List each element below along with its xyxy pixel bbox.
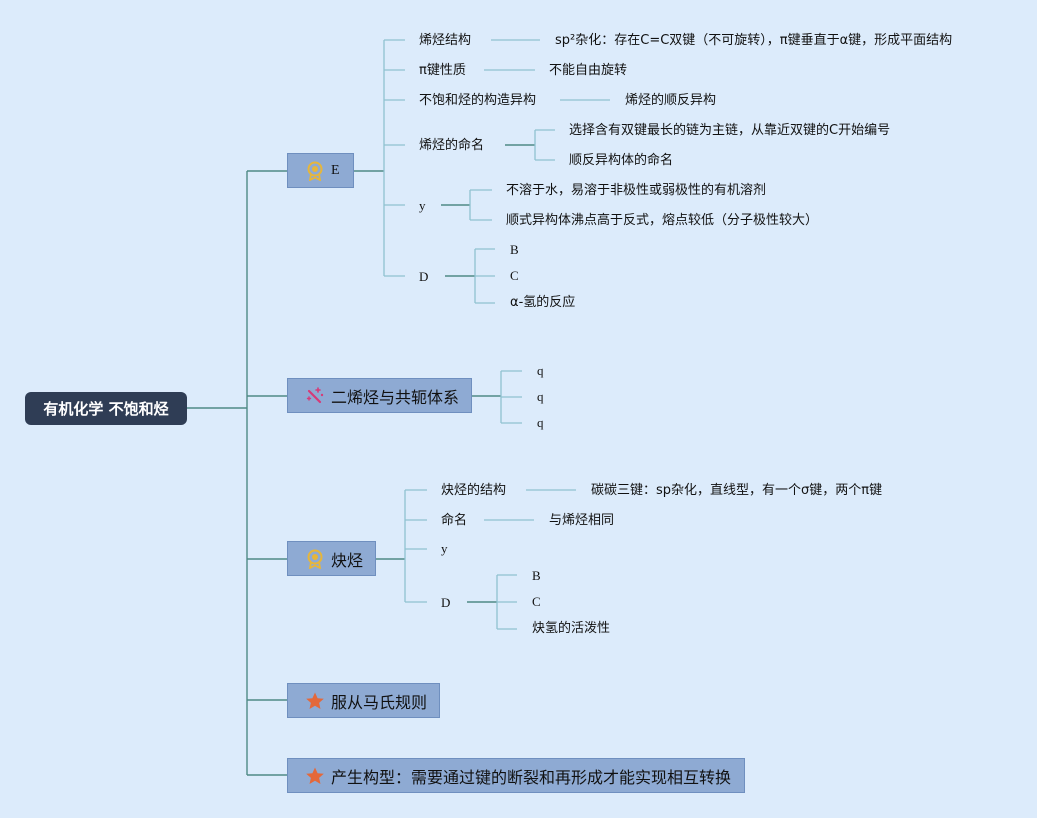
alkyne-y[interactable]: y	[441, 541, 448, 556]
magic-wand-icon	[306, 386, 324, 403]
e-naming[interactable]: 烯烃的命名	[419, 138, 485, 153]
diene-child-2[interactable]: q	[537, 389, 544, 404]
branch-conformation-label: 产生构型：需要通过键的断裂和再形成才能实现相互转换	[331, 767, 732, 787]
star-icon	[306, 692, 324, 709]
e-naming-detail-1[interactable]: 选择含有双键最长的链为主链，从靠近双键的C开始编号	[569, 123, 891, 138]
alkyne-structure[interactable]: 炔烃的结构	[441, 483, 507, 498]
branch-dienes-label: 二烯烃与共轭体系	[331, 387, 460, 407]
e-pi-property[interactable]: π键性质	[419, 63, 466, 78]
root-node[interactable]: 有机化学 不饱和烃	[25, 392, 187, 425]
branch-markovnikov-label: 服从马氏规则	[331, 692, 428, 712]
alkyne-naming-detail[interactable]: 与烯烃相同	[549, 513, 615, 528]
star-icon	[306, 767, 324, 784]
alkyne-structure-detail[interactable]: 碳碳三键：sp杂化，直线型，有一个σ键，两个π键	[591, 483, 883, 498]
alkyne-d-detail-2[interactable]: C	[532, 594, 541, 609]
award-icon	[307, 161, 323, 181]
e-d-detail-1[interactable]: B	[510, 242, 519, 257]
alkyne-d-detail-1[interactable]: B	[532, 568, 541, 583]
alkyne-d-detail-3[interactable]: 炔氢的活泼性	[532, 621, 611, 636]
e-y-detail-2[interactable]: 顺式异构体沸点高于反式，熔点较低（分子极性较大）	[506, 213, 819, 228]
e-y[interactable]: y	[419, 198, 426, 213]
alkyne-d[interactable]: D	[441, 595, 451, 610]
branch-e-label: E	[331, 162, 340, 178]
e-naming-detail-2[interactable]: 顺反异构体的命名	[569, 153, 674, 168]
branch-dienes[interactable]: 二烯烃与共轭体系	[287, 378, 472, 413]
e-d-detail-3[interactable]: α-氢的反应	[510, 295, 576, 310]
branch-e[interactable]: E	[287, 153, 354, 188]
e-structure[interactable]: 烯烃结构	[419, 33, 472, 48]
e-structure-detail[interactable]: sp²杂化：存在C=C双键（不可旋转），π键垂直于α键，形成平面结构	[555, 33, 953, 48]
e-d-detail-2[interactable]: C	[510, 268, 519, 283]
branch-conformation[interactable]: 产生构型：需要通过键的断裂和再形成才能实现相互转换	[287, 758, 745, 793]
e-y-detail-1[interactable]: 不溶于水，易溶于非极性或弱极性的有机溶剂	[506, 183, 767, 198]
e-pi-detail[interactable]: 不能自由旋转	[549, 63, 628, 78]
e-isomerism-detail[interactable]: 烯烃的顺反异构	[625, 93, 717, 108]
alkyne-naming[interactable]: 命名	[441, 513, 468, 528]
e-isomerism[interactable]: 不饱和烃的构造异构	[419, 93, 537, 108]
e-d[interactable]: D	[419, 269, 429, 284]
branch-markovnikov[interactable]: 服从马氏规则	[287, 683, 440, 718]
branch-alkynes-label: 炔烃	[331, 550, 364, 570]
diene-child-1[interactable]: q	[537, 363, 544, 378]
award-icon	[307, 549, 323, 569]
root-label: 有机化学 不饱和烃	[43, 400, 169, 418]
branch-alkynes[interactable]: 炔烃	[287, 541, 376, 576]
diene-child-3[interactable]: q	[537, 415, 544, 430]
